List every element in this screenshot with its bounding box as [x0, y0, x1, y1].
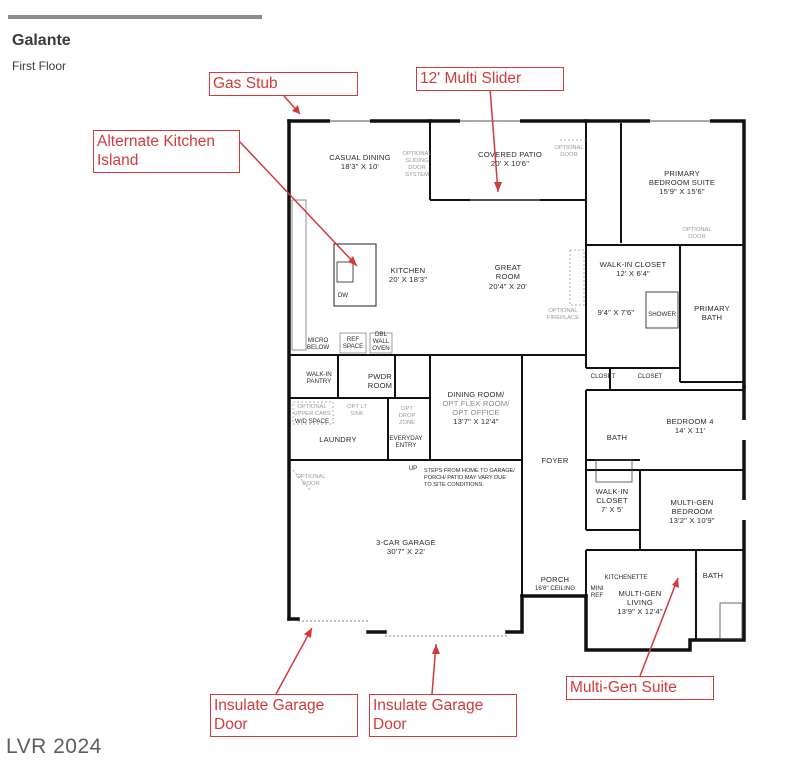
plan-subtitle: First Floor [12, 59, 66, 73]
room-walkin-closet-primary-dim: 12' X 6'4" [616, 269, 650, 278]
room-foyer: FOYER [541, 456, 568, 465]
room-porch-dim: 16'6" CEILING [535, 585, 575, 592]
opt-drop-1: OPT [401, 406, 413, 412]
room-walkin-closet-primary: WALK-IN CLOSET [600, 260, 667, 269]
opt-sink-1: OPT LT [347, 404, 367, 410]
callout-multi-slider: 12' Multi Slider [416, 67, 564, 91]
opt-door-3: OPTIONAL [682, 227, 712, 233]
ref-space-label: REF [347, 336, 360, 343]
opt-garage-door-1: OPTIONAL [296, 474, 326, 480]
up-label: UP [409, 465, 418, 472]
micro-below-label: BELOW [307, 344, 330, 351]
callout-multigen-suite: Multi-Gen Suite [566, 676, 714, 700]
room-mg-bedroom-dim: 13'2" X 10'9" [669, 516, 715, 525]
steps-note-1: STEPS FROM HOME TO GARAGE/ [424, 468, 515, 474]
mini-ref-label-2: REF [591, 592, 604, 599]
opt-drop-2: DROP [399, 413, 416, 419]
room-walkin-closet-mg-dim: 7' X 5' [601, 505, 623, 514]
bath-dimensions: 9'4" X 7'6" [598, 308, 635, 317]
everyday-entry-2: ENTRY [396, 442, 417, 449]
room-walkin-pantry-2: PANTRY [307, 378, 332, 385]
room-primary-suite-dim: 15'9" X 15'6" [659, 187, 705, 196]
callout-insulate-garage-2: Insulate Garage Door [369, 694, 517, 737]
room-porch: PORCH [541, 575, 569, 584]
room-mg-living: MULTI-GEN [618, 589, 661, 598]
header-rule [8, 15, 262, 19]
room-covered-patio: COVERED PATIO [478, 150, 542, 159]
ref-space-label-2: SPACE [343, 343, 364, 350]
callout-alt-island: Alternate Kitchen Island [93, 130, 240, 173]
wall-oven-label: DBL [375, 331, 388, 338]
plan-title: Galante [12, 32, 71, 49]
opt-sink-2: SINK [350, 411, 364, 417]
room-laundry: LAUNDRY [319, 435, 357, 444]
room-pwdr-2: ROOM [368, 381, 392, 390]
wall-oven-label-2: WALL [373, 338, 390, 345]
opt-cabs-2: UPPER CABS [293, 411, 331, 417]
callout-arrows [239, 87, 679, 695]
room-garage: 3-CAR GARAGE [376, 538, 436, 547]
closet-label-1: CLOSET [591, 373, 616, 380]
opt-cabs-1: OPTIONAL [297, 404, 327, 410]
room-primary-bath-2: BATH [702, 313, 723, 322]
watermark: LVR 2024 [6, 735, 102, 758]
closet-label-2: CLOSET [638, 373, 663, 380]
wall-oven-label-3: OVEN [372, 345, 390, 352]
room-primary-suite: PRIMARY [664, 169, 700, 178]
micro-label: MICRO [308, 337, 329, 344]
interior-walls [289, 121, 744, 640]
room-walkin-closet-mg: WALK-IN [596, 487, 629, 496]
opt-garage-door-2: DOOR [302, 481, 319, 487]
room-great-room: GREAT [495, 263, 522, 272]
room-dining: DINING ROOM/ [448, 390, 506, 399]
room-casual-dining: CASUAL DINING [329, 153, 390, 162]
room-covered-patio-dim: 20' X 10'6" [491, 159, 529, 168]
dishwasher-label: DW [338, 292, 348, 299]
room-garage-dim: 30'7" X 22' [387, 547, 426, 556]
opt-fireplace-1: OPTIONAL [548, 308, 578, 314]
room-bedroom4-dim: 14' X 11' [675, 426, 706, 435]
kitchenette-label: KITCHENETTE [605, 574, 648, 581]
room-mg-living-dim: 13'9" X 12'4" [617, 607, 663, 616]
shower-label: SHOWER [648, 311, 676, 318]
room-walkin-closet-mg-2: CLOSET [596, 496, 628, 505]
room-kitchen: KITCHEN [391, 266, 426, 275]
steps-note-3: TO SITE CONDITIONS. [424, 482, 484, 488]
room-great-room-dim: 20'4" X 20' [489, 282, 528, 291]
room-mg-bedroom: MULTI-GEN [670, 498, 713, 507]
room-kitchen-dim: 20' X 18'3" [389, 275, 427, 284]
everyday-entry: EVERYDAY [389, 435, 422, 442]
room-primary-suite-2: BEDROOM SUITE [649, 178, 715, 187]
mini-ref-label: MINI [590, 585, 603, 592]
callout-gas-stub: Gas Stub [209, 72, 358, 96]
room-walkin-pantry: WALK-IN [306, 371, 332, 378]
room-casual-dining-dim: 18'3" X 10' [341, 162, 380, 171]
callout-arrowheads [292, 105, 679, 654]
room-bedroom4: BEDROOM 4 [666, 417, 713, 426]
wd-space-label: W/D SPACE [295, 418, 329, 425]
room-bath-2: BATH [703, 571, 724, 580]
room-primary-bath: PRIMARY [694, 304, 730, 313]
callout-insulate-garage-1: Insulate Garage Door [210, 694, 358, 737]
opt-slider-3: DOOR [408, 165, 425, 171]
room-dining-3: OPT OFFICE [452, 408, 499, 417]
opt-door-4: DOOR [688, 234, 705, 240]
opt-door-2: DOOR [560, 152, 577, 158]
opt-slider-1: OPTIONAL [402, 151, 432, 157]
room-dining-2: OPT FLEX ROOM/ [442, 399, 510, 408]
room-mg-living-2: LIVING [627, 598, 653, 607]
room-pwdr: PWDR [368, 372, 392, 381]
room-great-room-2: ROOM [496, 272, 520, 281]
opt-fireplace-2: FIREPLACE [547, 315, 579, 321]
opt-drop-3: ZONE [399, 420, 415, 426]
opt-door-1: OPTIONAL [554, 145, 584, 151]
room-mg-bedroom-2: BEDROOM [672, 507, 713, 516]
steps-note-2: PORCH/ PATIO MAY VARY DUE [424, 475, 506, 481]
room-dining-dim: 13'7" X 12'4" [453, 417, 499, 426]
room-bath-1: BATH [607, 433, 628, 442]
opt-slider-2: SLIDING [405, 158, 429, 164]
opt-slider-4: SYSTEM [405, 172, 429, 178]
